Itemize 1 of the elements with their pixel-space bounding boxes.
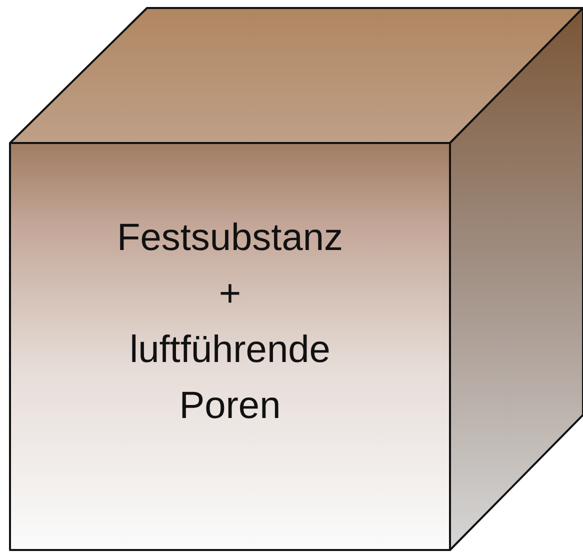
cube-label: Festsubstanz + luftführende Poren xyxy=(117,216,343,429)
